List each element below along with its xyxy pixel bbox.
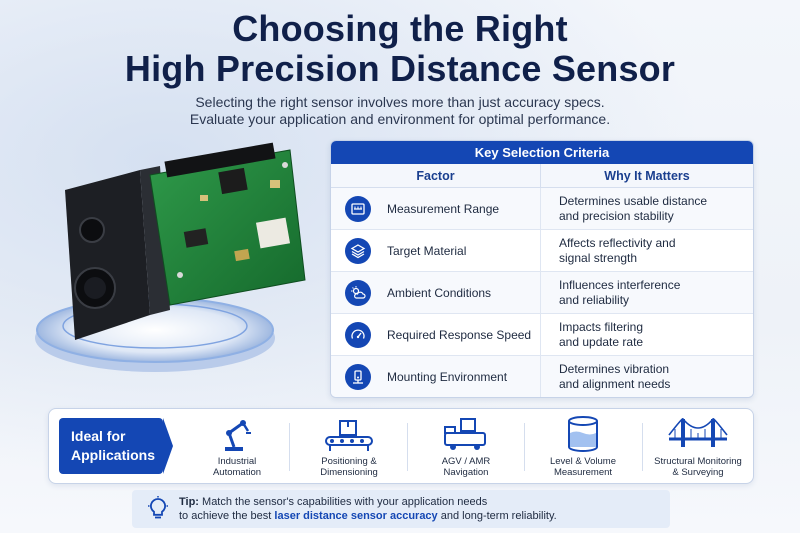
lightbulb-icon <box>148 496 168 519</box>
app-positioning-dimensioning: Positioning &Dimensioning <box>294 415 404 481</box>
divider <box>289 423 290 471</box>
sensor-module-illustration <box>35 142 306 372</box>
divider <box>407 423 408 471</box>
robot-arm-icon <box>225 420 251 451</box>
page-title-line-1: Choosing the Right <box>232 8 568 49</box>
tip-box: Tip: Match the sensor's capabilities wit… <box>132 490 670 528</box>
factor-label: Required Response Speed <box>387 327 532 342</box>
mounting-icon <box>345 364 371 390</box>
agv-truck-icon <box>444 418 486 450</box>
table-row: Ambient Conditions Influences interferen… <box>331 272 753 314</box>
table-row: Required Response Speed Impacts filterin… <box>331 314 753 356</box>
subtitle-line-1: Selecting the right sensor involves more… <box>195 94 605 110</box>
table-row: Target Material Affects reflectivity and… <box>331 230 753 272</box>
page-title-line-2: High Precision Distance Sensor <box>124 48 676 89</box>
selection-criteria-table: Key Selection Criteria Factor Why It Mat… <box>330 140 754 398</box>
factor-label: Target Material <box>387 243 467 258</box>
divider <box>642 423 643 471</box>
app-structural-monitoring: Structural Monitoring& Surveying <box>645 415 751 481</box>
tank-icon <box>568 416 598 452</box>
divider <box>524 423 525 471</box>
factor-label: Ambient Conditions <box>387 285 492 300</box>
table-row: Mounting Environment Determines vibratio… <box>331 356 753 397</box>
speedometer-icon <box>345 321 371 348</box>
conveyor-icon <box>325 420 373 451</box>
column-header-why: Why It Matters <box>604 169 690 183</box>
applications-arrow <box>163 418 173 474</box>
table-row: Measurement Range Determines usable dist… <box>331 188 753 230</box>
sun-cloud-icon <box>345 279 371 306</box>
table-column-headers: Factor Why It Matters <box>331 164 753 188</box>
ruler-icon <box>345 195 371 222</box>
column-header-factor: Factor <box>331 164 541 187</box>
bridge-icon <box>668 418 728 447</box>
tip-text-2b: and long-term reliability. <box>440 510 557 522</box>
tip-text-1: Match the sensor's capabilities with you… <box>202 496 488 508</box>
factor-label: Mounting Environment <box>387 370 508 384</box>
layers-icon <box>345 237 371 264</box>
tip-label: Tip: <box>179 496 199 508</box>
tip-highlight: laser distance sensor accuracy <box>274 510 438 522</box>
subtitle-line-2: Evaluate your application and environmen… <box>189 111 611 127</box>
table-title: Key Selection Criteria <box>331 141 753 164</box>
tip-text-2a: to achieve the best <box>179 510 272 522</box>
factor-label: Measurement Range <box>387 201 500 216</box>
